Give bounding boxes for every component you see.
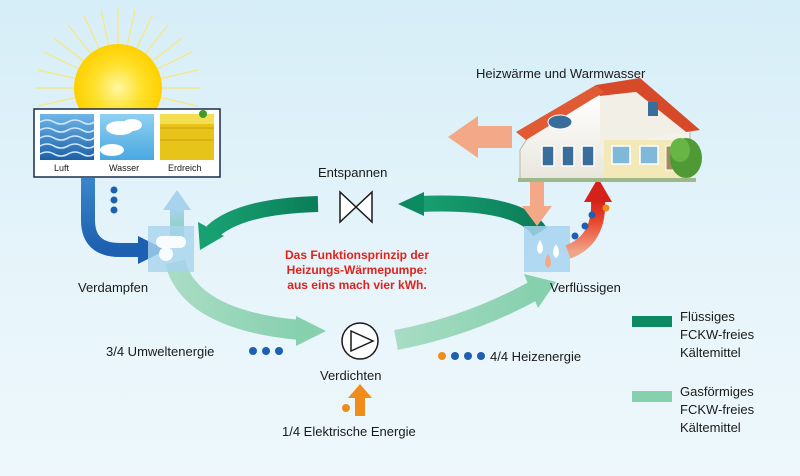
legend-gas-line-3: Kältemittel bbox=[680, 420, 741, 435]
entspannen-label: Entspannen bbox=[318, 165, 388, 180]
house-label: Heizwärme und Warmwasser bbox=[476, 66, 646, 81]
liquid-arc-left bbox=[206, 196, 319, 239]
condenser bbox=[524, 226, 570, 272]
legend-liquid-line-2: FCKW-freies bbox=[680, 327, 755, 342]
legend-swatch-liquid bbox=[632, 316, 672, 327]
expansion-valve-symbol bbox=[339, 190, 373, 224]
legend-swatch-gas bbox=[632, 391, 672, 402]
legend-liquid: Flüssiges FCKW-freies Kältemittel bbox=[680, 308, 754, 362]
legend-liquid-line-3: Kältemittel bbox=[680, 345, 741, 360]
liquid-arc-right bbox=[419, 195, 547, 237]
verfluessigen-label: Verflüssigen bbox=[550, 280, 621, 295]
diagram-title: Das Funktionsprinzip der Heizungs-Wärmep… bbox=[262, 248, 452, 293]
heat-out-arrow bbox=[476, 126, 512, 148]
source-label-luft: Luft bbox=[54, 163, 70, 173]
elektrische-energie-label: 1/4 Elektrische Energie bbox=[282, 424, 416, 439]
legend-gas-line-2: FCKW-freies bbox=[680, 402, 755, 417]
verdampfen-label: Verdampfen bbox=[78, 280, 149, 295]
heat-up-arrow bbox=[565, 199, 606, 259]
legend-gas: Gasförmiges FCKW-freies Kältemittel bbox=[680, 383, 754, 437]
verdichten-label: Verdichten bbox=[320, 368, 382, 383]
house-illustration bbox=[516, 78, 702, 182]
heizenergie-label: 4/4 Heizenergie bbox=[490, 349, 582, 364]
legend-gas-line-1: Gasförmiges bbox=[680, 384, 754, 399]
umweltenergie-label: 3/4 Umweltenergie bbox=[106, 344, 215, 359]
electric-arrow bbox=[355, 396, 365, 416]
gas-arc-left bbox=[165, 258, 301, 340]
legend-liquid-line-1: Flüssiges bbox=[680, 309, 735, 324]
source-label-erdreich: Erdreich bbox=[168, 163, 202, 173]
evaporator bbox=[148, 226, 194, 272]
title-line-3: aus eins mach vier kWh. bbox=[287, 278, 427, 292]
gas-arc-right bbox=[394, 281, 540, 350]
source-label-wasser: Wasser bbox=[109, 163, 140, 173]
title-line-2: Heizungs-Wärmepumpe: bbox=[286, 263, 428, 277]
cold-arrow bbox=[81, 178, 140, 257]
compressor-symbol bbox=[341, 322, 379, 360]
title-line-1: Das Funktionsprinzip der bbox=[284, 248, 429, 262]
source-panel bbox=[33, 108, 221, 178]
luft-image bbox=[40, 114, 94, 160]
